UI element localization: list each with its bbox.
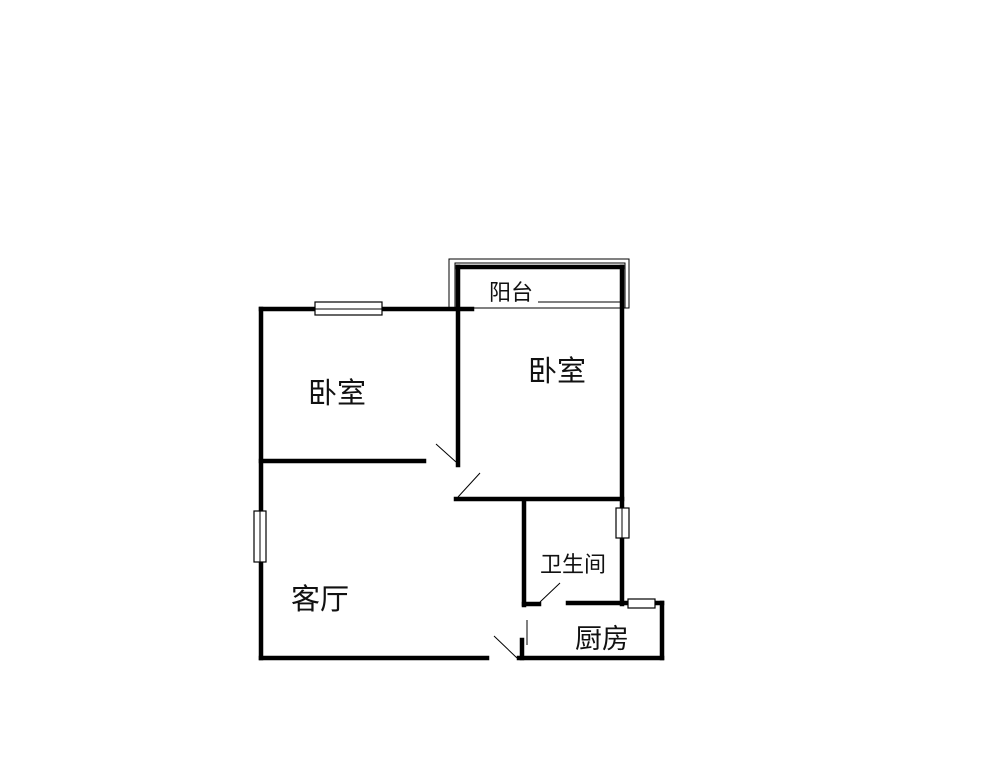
label-bedroom-right: 卧室 <box>528 354 586 388</box>
window-kitchen <box>627 598 656 609</box>
balcony-frame <box>448 258 630 309</box>
label-living-room: 客厅 <box>291 582 349 616</box>
label-balcony: 阳台 <box>489 281 533 306</box>
label-kitchen: 厨房 <box>575 624 629 655</box>
windows <box>253 301 656 609</box>
label-bathroom: 卫生间 <box>540 553 606 578</box>
label-bedroom-left: 卧室 <box>308 376 366 410</box>
door-swings <box>435 443 561 659</box>
